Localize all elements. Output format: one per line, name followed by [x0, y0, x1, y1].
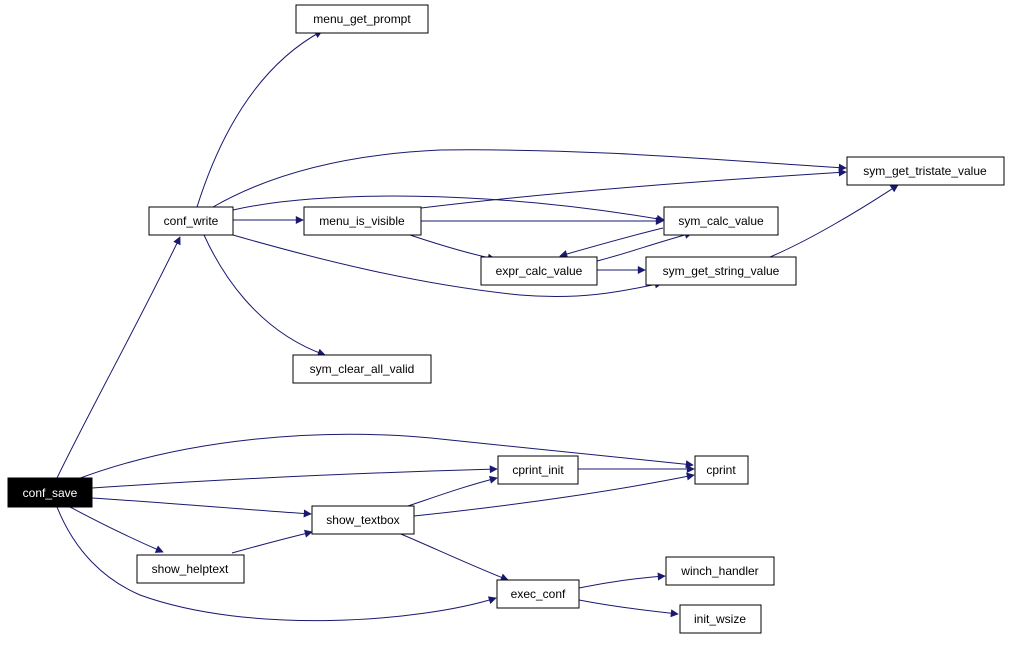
node-expr_calc_value[interactable]: expr_calc_value [480, 256, 598, 286]
edges [56, 30, 899, 622]
node-label: expr_calc_value [496, 264, 583, 278]
node-label: show_helptext [152, 562, 229, 576]
edge-menu_is_visible-expr_calc_value [409, 234, 496, 262]
edge-expr_calc_value-sym_calc_value [596, 231, 693, 262]
edge-conf_write-menu_get_prompt [196, 30, 323, 208]
node-sym_get_string_value[interactable]: sym_get_string_value [645, 256, 797, 286]
node-conf_save[interactable]: conf_save [7, 477, 93, 508]
edge-show_textbox-cprint_init [404, 475, 498, 508]
node-sym_calc_value[interactable]: sym_calc_value [663, 206, 779, 236]
node-label: sym_clear_all_valid [310, 362, 415, 376]
node-menu_is_visible[interactable]: menu_is_visible [303, 206, 422, 236]
node-label: cprint [706, 463, 736, 477]
node-sym_get_tristate_value[interactable]: sym_get_tristate_value [846, 156, 1005, 186]
node-sym_clear_all_valid[interactable]: sym_clear_all_valid [292, 354, 432, 384]
node-label: menu_is_visible [319, 214, 405, 228]
node-menu_get_prompt[interactable]: menu_get_prompt [295, 4, 429, 34]
node-conf_write[interactable]: conf_write [148, 206, 234, 236]
edge-conf_save-exec_conf [56, 506, 497, 622]
node-winch_handler[interactable]: winch_handler [665, 556, 775, 586]
edge-exec_conf-winch_handler [578, 572, 666, 589]
node-label: conf_write [164, 214, 219, 228]
node-label: show_textbox [326, 513, 399, 527]
edge-conf_save-cprint [74, 433, 694, 481]
edge-exec_conf-init_wsize [578, 599, 679, 618]
edge-conf_write-sym_get_string_value [232, 234, 663, 297]
edge-conf_save-show_textbox [91, 497, 312, 518]
node-label: menu_get_prompt [313, 12, 411, 26]
node-cprint_init[interactable]: cprint_init [497, 455, 579, 485]
node-label: sym_calc_value [678, 214, 764, 228]
node-cprint[interactable]: cprint [694, 455, 749, 485]
edge-conf_write-sym_clear_all_valid [203, 234, 326, 357]
node-label: winch_handler [680, 564, 758, 578]
node-label: exec_conf [511, 587, 566, 601]
edge-show_helptext-show_textbox [231, 529, 313, 554]
node-label: sym_get_tristate_value [863, 164, 987, 178]
edge-sym_calc_value-expr_calc_value [559, 227, 664, 258]
node-label: conf_save [23, 486, 78, 500]
edge-conf_write-sym_get_tristate_value [212, 149, 847, 208]
edge-conf_save-conf_write [56, 236, 181, 479]
node-show_helptext[interactable]: show_helptext [136, 554, 245, 584]
edge-conf_save-cprint_init [91, 465, 498, 489]
edge-show_textbox-exec_conf [395, 531, 509, 582]
edge-show_textbox-cprint [413, 472, 695, 517]
edge-menu_is_visible-sym_get_tristate_value [420, 168, 847, 209]
edge-conf_save-show_helptext [69, 506, 164, 553]
node-exec_conf[interactable]: exec_conf [496, 579, 580, 609]
node-label: sym_get_string_value [663, 264, 780, 278]
node-show_textbox[interactable]: show_textbox [311, 505, 415, 535]
node-init_wsize[interactable]: init_wsize [679, 604, 762, 634]
edge-conf_write-sym_calc_value [232, 195, 665, 223]
node-label: cprint_init [512, 463, 564, 477]
nodes: conf_save conf_write menu_get_prompt men… [7, 4, 1005, 634]
node-label: init_wsize [694, 612, 746, 626]
edge-sym_get_string_value-sym_get_tristate_value [769, 184, 899, 258]
